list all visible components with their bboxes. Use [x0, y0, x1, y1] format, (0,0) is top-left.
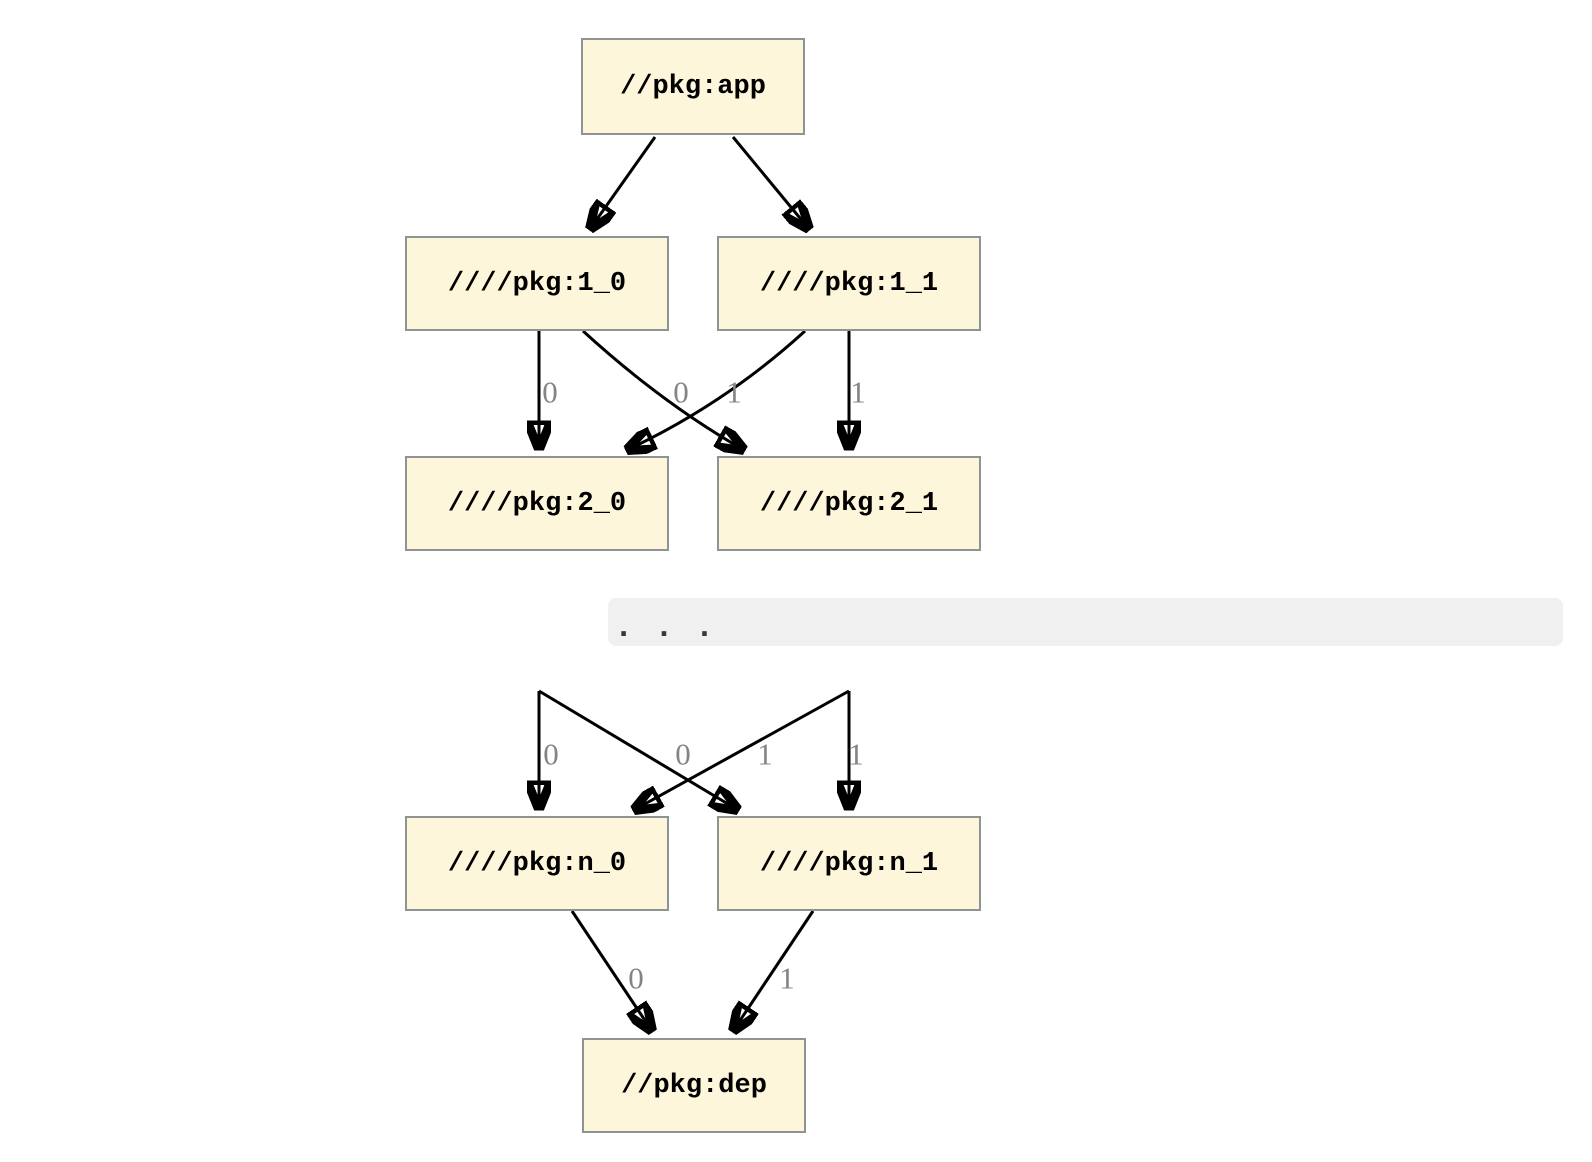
edge-label: 0	[543, 736, 559, 772]
node-dep: //pkg:dep	[582, 1038, 806, 1133]
node-pkg-1_1-label: ////pkg:1_1	[759, 268, 939, 299]
ellipsis-dots: . . .	[614, 608, 716, 646]
node-pkg-2_0: ////pkg:2_0	[405, 456, 669, 551]
node-app-label: //pkg:app	[620, 71, 766, 102]
node-pkg-1_1: ////pkg:1_1	[717, 236, 981, 331]
node-pkg-1_0: ////pkg:1_0	[405, 236, 669, 331]
edge-1_1-to-2_0	[627, 329, 807, 450]
edge-label: 1	[726, 374, 742, 410]
edge-label: 1	[779, 960, 795, 996]
edge-label: 0	[542, 374, 558, 410]
node-pkg-1_0-label: ////pkg:1_0	[447, 268, 627, 299]
edge-label: 0	[673, 374, 689, 410]
node-pkg-2_0-label: ////pkg:2_0	[447, 488, 627, 519]
edge-label: 1	[848, 736, 864, 772]
edge-1_0-to-2_1	[581, 329, 744, 450]
node-pkg-n_1-label: ////pkg:n_1	[759, 848, 939, 879]
edge-label: 0	[628, 960, 644, 996]
edge-app-to-1_0	[590, 136, 657, 229]
ellipsis-band	[608, 598, 1563, 646]
node-dep-label: //pkg:dep	[621, 1070, 767, 1101]
node-pkg-n_0: ////pkg:n_0	[405, 816, 669, 911]
node-pkg-2_1-label: ////pkg:2_1	[759, 488, 939, 519]
edge-label: 1	[850, 374, 866, 410]
edge-app-to-1_1	[731, 136, 809, 229]
node-app: //pkg:app	[581, 38, 805, 135]
edge-hidden-left-to-n_1	[538, 689, 738, 810]
node-pkg-2_1: ////pkg:2_1	[717, 456, 981, 551]
edge-label: 1	[757, 736, 773, 772]
node-pkg-n_0-label: ////pkg:n_0	[447, 848, 627, 879]
node-pkg-n_1: ////pkg:n_1	[717, 816, 981, 911]
edge-n_1-to-dep	[733, 910, 815, 1031]
edge-label: 0	[675, 736, 691, 772]
edge-n_0-to-dep	[570, 910, 652, 1031]
edge-hidden-right-to-n_0	[634, 689, 850, 810]
